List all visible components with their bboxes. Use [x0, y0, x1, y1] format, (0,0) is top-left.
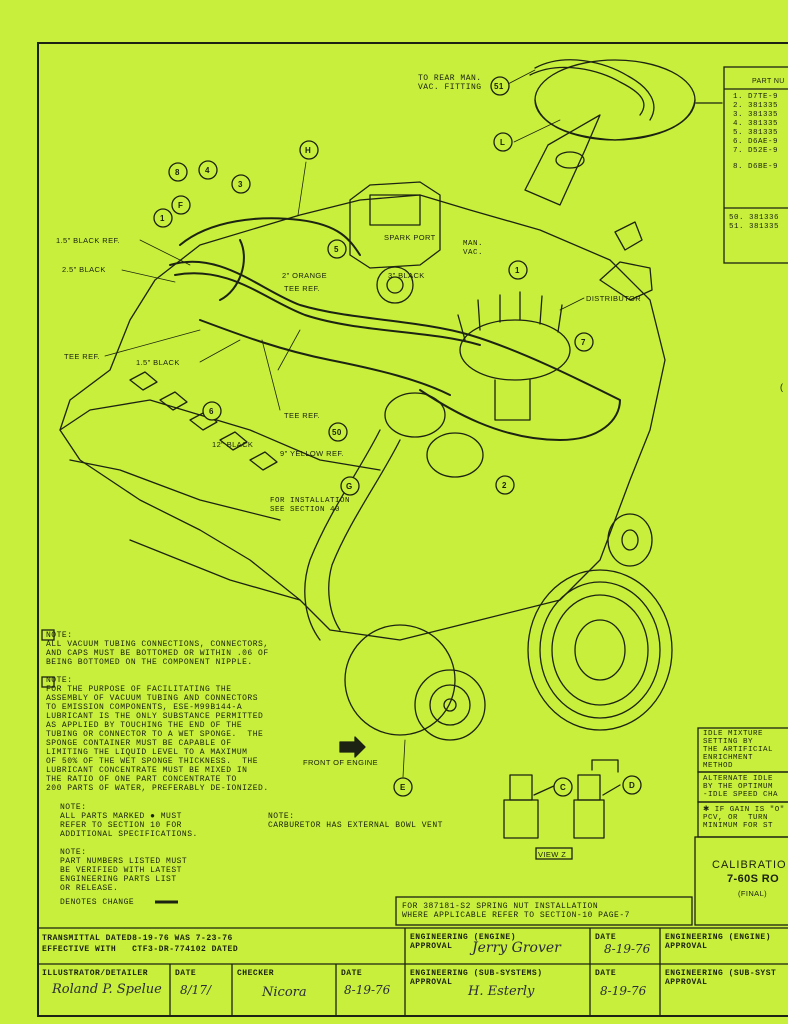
label-to-rear: TO REAR MAN. VAC. FITTING — [418, 74, 482, 92]
note-denotes-change: DENOTES CHANGE — [60, 898, 135, 907]
label-view-z: VIEW Z — [538, 850, 567, 859]
bubble-f: F — [178, 201, 184, 210]
note-vacuum-connections: NOTE: ALL VACUUM TUBING CONNECTIONS, CON… — [46, 631, 269, 667]
parts-list-row: 6. D6AE-9 — [733, 138, 779, 146]
bubble-2: 2 — [502, 481, 507, 490]
eng-engine-approval: ENGINEERING (ENGINE) APPROVAL — [410, 933, 517, 951]
parts-list-row: 5. 381335 — [733, 129, 779, 137]
upper-radiator-hose — [304, 429, 381, 641]
bubble-h: H — [305, 146, 312, 155]
vacuum-hose-main — [169, 260, 621, 441]
transmittal-dated: TRANSMITTAL DATED8-19-76 WAS 7-23-76 — [42, 934, 233, 943]
label-9-yellow: 9" YELLOW REF. — [280, 449, 344, 458]
distributor — [459, 319, 571, 381]
label-front-of-engine: FRONT OF ENGINE — [303, 758, 379, 767]
label-spark-port: SPARK PORT — [384, 233, 436, 242]
label-man-vac: MAN. VAC. — [463, 240, 484, 257]
label-for-installation: FOR INSTALLATION SEE SECTION 40 — [270, 497, 351, 514]
crank-pulley — [527, 569, 673, 731]
illustrator-date: 8/17/ — [180, 983, 211, 997]
edge-mark: ( — [780, 382, 784, 392]
label-25-black: 2.5" BLACK — [62, 265, 106, 274]
checker-date: 8-19-76 — [344, 983, 391, 997]
checker-signature: Nicora — [262, 985, 307, 1000]
bubble-6: 6 — [209, 407, 214, 416]
parts-list-row: 8. D6BE-9 — [733, 163, 779, 171]
drawing-frame — [37, 42, 788, 1017]
parts-list-row: 7. D52E-9 — [733, 147, 779, 155]
label-tee-ref-left: TEE REF. — [64, 352, 101, 361]
effective-with: EFFECTIVE WITH CTF3-DR-774102 DATED — [42, 945, 239, 954]
front-arrow — [339, 736, 366, 758]
label-tee-ref-top: TEE REF. — [284, 284, 321, 293]
bubble-50: 50 — [332, 428, 342, 437]
parts-list-row: 3. 381335 — [733, 111, 779, 119]
bubble-c: C — [560, 783, 567, 792]
label-15-black-ref: 1.5" BLACK REF. — [56, 236, 121, 245]
parts-list-row: 50. 381336 — [729, 214, 780, 222]
calibration-final: (FINAL) — [738, 889, 768, 898]
sub-approval-date: 8-19-76 — [600, 984, 647, 998]
note-lubricant: NOTE: FOR THE PURPOSE OF FACILITATING TH… — [46, 676, 269, 793]
exhaust-ports — [129, 371, 278, 471]
alternator — [344, 624, 486, 741]
date-label: DATE — [175, 969, 197, 978]
parts-list-row: 2. 381335 — [733, 102, 779, 110]
calibration-label: CALIBRATIO — [712, 859, 787, 871]
bubble-e: E — [400, 783, 406, 792]
date-engine-approval: 8-19-76 — [604, 942, 651, 956]
parts-list-row: 1. D7TE-9 — [733, 93, 779, 101]
eng-engine-approval-right: ENGINEERING (ENGINE) APPROVAL — [665, 933, 772, 951]
parts-list-row: 4. 381335 — [733, 120, 779, 128]
eng-sub-approval: ENGINEERING (SUB-SYSTEMS) APPROVAL — [410, 969, 543, 987]
engine-block — [59, 194, 666, 641]
bubble-4: 4 — [205, 166, 210, 175]
date-label: DATE — [595, 933, 617, 942]
note-carburetor: NOTE: CARBURETOR HAS EXTERNAL BOWL VENT — [268, 812, 443, 830]
bubble-5: 5 — [334, 245, 339, 254]
eng-sub-approval-right: ENGINEERING (SUB-SYST APPROVAL — [665, 969, 777, 987]
alternate-idle-text: ALTERNATE IDLE BY THE OPTIMUM -IDLE SPEE… — [703, 775, 779, 799]
bubble-51: 51 — [494, 82, 504, 91]
bubble-8: 8 — [175, 168, 180, 177]
gain-text: ✱ IF GAIN IS "O" PCV, OR TURN MINIMUM FO… — [703, 806, 785, 830]
illustrator-signature: Roland P. Spelue — [52, 982, 162, 997]
bubble-g: G — [346, 482, 353, 491]
label-3-black: 3" BLACK — [388, 271, 425, 280]
bubble-7: 7 — [581, 338, 586, 347]
note-part-numbers: NOTE: PART NUMBERS LISTED MUST BE VERIFI… — [60, 848, 188, 893]
bubble-1-right: 1 — [515, 266, 520, 275]
bubble-3: 3 — [238, 180, 243, 189]
idle-mixture-text: IDLE MIXTURE SETTING BY THE ARTIFICIAL E… — [703, 730, 774, 770]
checker-label: CHECKER — [237, 969, 275, 978]
view-z-connectors — [503, 759, 621, 839]
date-label: DATE — [341, 969, 363, 978]
water-pump-pulley — [607, 513, 653, 567]
parts-list-row: 51. 381335 — [729, 223, 780, 231]
label-15-black: 1.5" BLACK — [136, 358, 180, 367]
sub-approval-signature: H. Esterly — [468, 984, 535, 999]
label-tee-ref-mid: TEE REF. — [284, 411, 321, 420]
label-2-orange: 2" ORANGE — [282, 271, 328, 280]
carburetor — [349, 181, 441, 269]
bubble-l: L — [500, 138, 506, 147]
illustrator-label: ILLUSTRATOR/DETAILER — [42, 969, 149, 978]
label-distributor: DISTRIBUTOR — [586, 294, 642, 303]
bubble-d: D — [629, 781, 636, 790]
bubble-1-left: 1 — [160, 214, 165, 223]
note-parts-marked: NOTE: ALL PARTS MARKED ● MUST REFER TO S… — [60, 803, 198, 839]
date-label: DATE — [595, 969, 617, 978]
note-spring-nut: FOR 387181-S2 SPRING NUT INSTALLATION WH… — [402, 902, 630, 920]
calibration-code: 7-60S RO — [727, 873, 780, 885]
engine-approval-signature: Jerry Grover — [472, 940, 561, 956]
parts-list-title: PART NU — [752, 78, 785, 85]
label-12-black: 12" BLACK — [212, 440, 254, 449]
